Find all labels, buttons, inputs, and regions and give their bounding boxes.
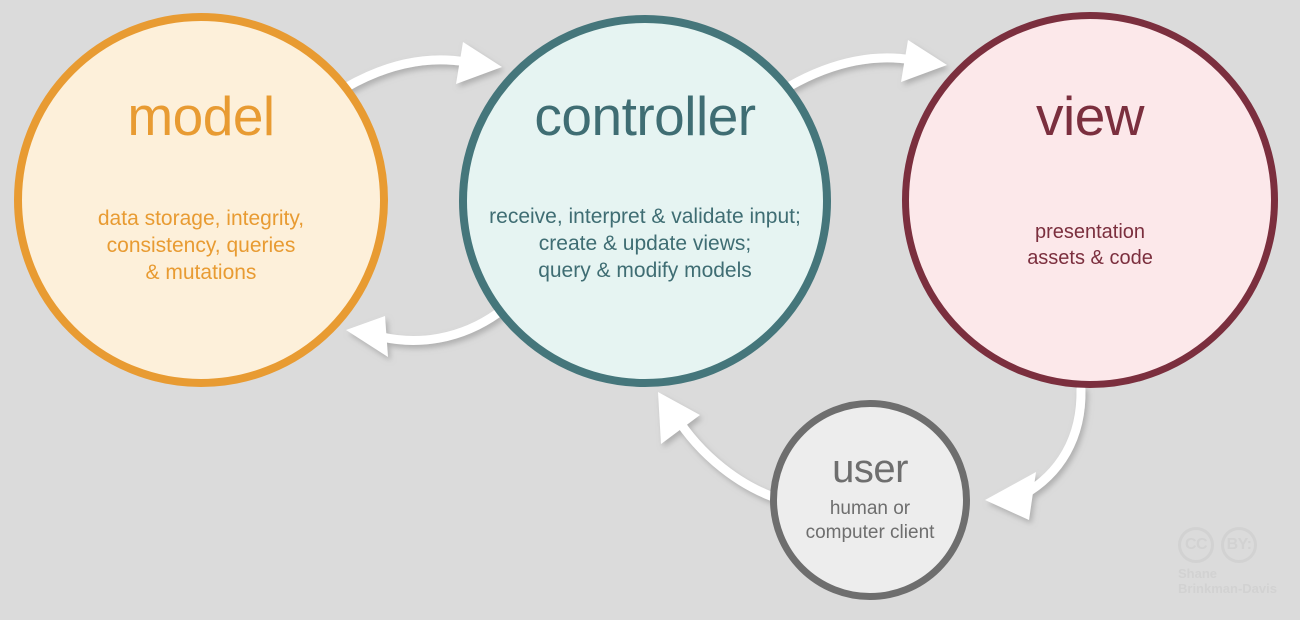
node-controller[interactable]: controller receive, interpret & validate… [459,15,831,387]
arrow-controller-to-model [346,308,503,357]
node-model[interactable]: model data storage, integrity, consisten… [14,13,388,387]
author-name: Shane Brinkman-Davis [1178,566,1277,596]
attribution-by-icon: BY: [1221,527,1257,563]
arrow-user-to-controller [658,392,787,505]
node-controller-title: controller [534,85,756,147]
node-model-title: model [127,85,275,147]
node-view-title: view [1035,85,1145,147]
node-model-description: data storage, integrity, consistency, qu… [97,207,305,284]
node-view-description: presentation assets & code [1027,221,1153,269]
node-user-title: user [832,447,908,491]
creative-commons-icon: CC [1178,527,1214,563]
cc-marks: CC BY: [1178,527,1290,563]
creative-commons-credit: CC BY: Shane Brinkman-Davis [1178,527,1290,605]
arrow-controller-to-view [785,40,947,91]
node-view[interactable]: view presentation assets & code [902,12,1278,388]
node-controller-description: receive, interpret & validate input; cre… [489,205,801,282]
arrow-view-to-user [985,384,1086,520]
arrow-model-to-controller [340,42,502,93]
node-user[interactable]: user human or computer client [770,400,970,600]
node-user-description: human or computer client [805,498,935,544]
